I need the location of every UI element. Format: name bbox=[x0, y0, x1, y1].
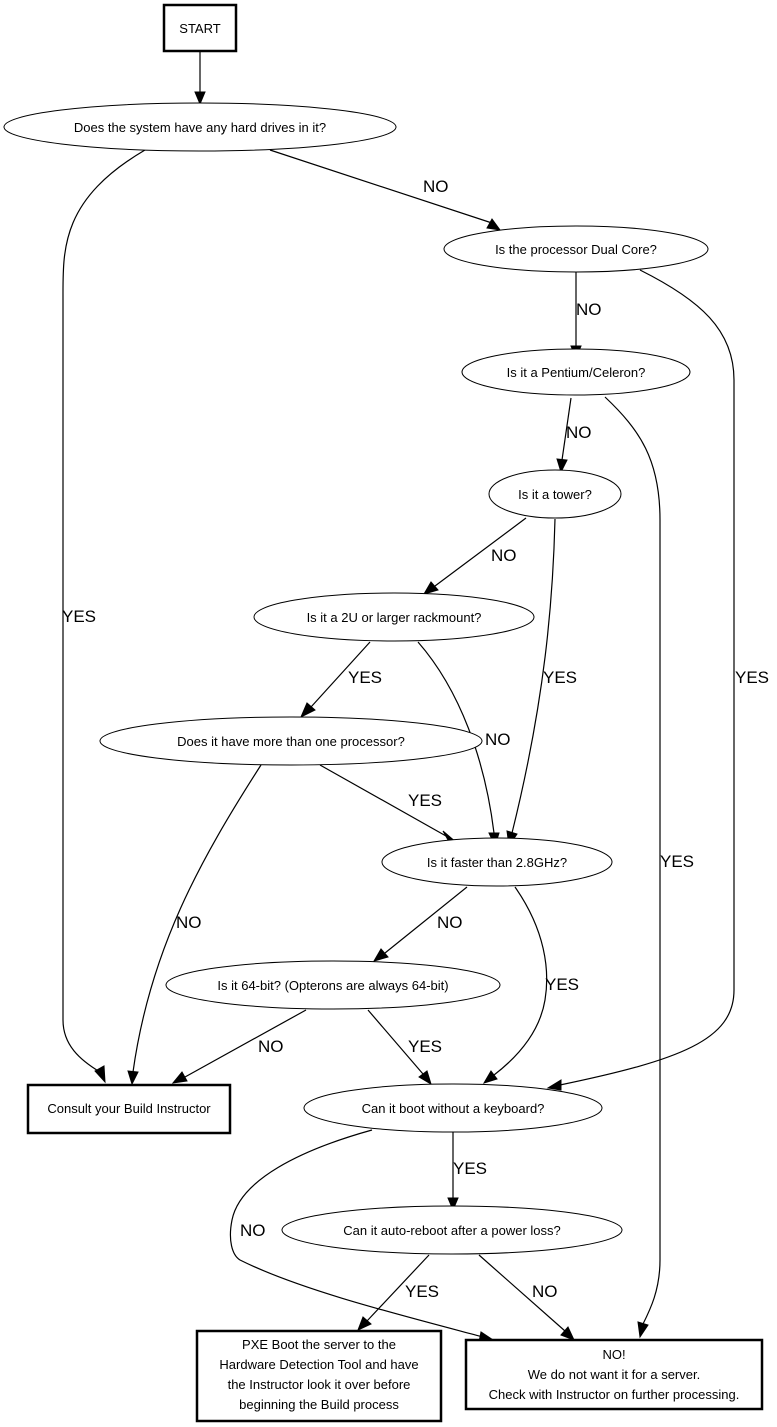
node-label: Is it a Pentium/Celeron? bbox=[507, 365, 646, 380]
node-autoreboot: Can it auto-reboot after a power loss? bbox=[281, 1205, 623, 1255]
edge-label-yes: YES bbox=[62, 607, 96, 626]
edge-label-yes: YES bbox=[660, 852, 694, 871]
node-label: Is it faster than 2.8GHz? bbox=[427, 855, 567, 870]
node-label: Is the processor Dual Core? bbox=[495, 242, 657, 257]
edge-label-no: NO bbox=[566, 423, 592, 442]
edge-label-no: NO bbox=[176, 913, 202, 932]
node-label-line: Hardware Detection Tool and have bbox=[219, 1357, 418, 1372]
node-64bit: Is it 64-bit? (Opterons are always 64-bi… bbox=[165, 960, 501, 1010]
node-pxe-boot: PXE Boot the server to the Hardware Dete… bbox=[195, 1329, 443, 1423]
edge-bit64-to-consult bbox=[184, 1009, 307, 1078]
edge-autoreboot-to-reject bbox=[478, 1254, 566, 1332]
arrowhead bbox=[560, 1326, 575, 1341]
node-label-line: NO! bbox=[602, 1347, 625, 1362]
arrowhead bbox=[94, 1065, 106, 1084]
edge-label-no: NO bbox=[532, 1282, 558, 1301]
node-label: Is it a 2U or larger rackmount? bbox=[307, 610, 482, 625]
edge-label-yes: YES bbox=[453, 1159, 487, 1178]
node-label: Does it have more than one processor? bbox=[177, 734, 405, 749]
arrowhead bbox=[556, 458, 568, 474]
edge-bit64-to-keyboard bbox=[367, 1009, 424, 1075]
edge-label-no: NO bbox=[485, 730, 511, 749]
edge-label-no: NO bbox=[437, 913, 463, 932]
node-label-line: We do not want it for a server. bbox=[528, 1367, 700, 1382]
node-reject: NO! We do not want it for a server. Chec… bbox=[464, 1338, 764, 1411]
node-label: Is it a tower? bbox=[518, 487, 592, 502]
edge-rackmount-to-multi-proc bbox=[310, 641, 371, 708]
node-consult: Consult your Build Instructor bbox=[26, 1083, 232, 1135]
arrowhead bbox=[422, 581, 439, 595]
arrowhead bbox=[171, 1071, 188, 1084]
node-faster: Is it faster than 2.8GHz? bbox=[381, 837, 613, 887]
node-start: START bbox=[162, 3, 238, 53]
edge-label-yes: YES bbox=[543, 668, 577, 687]
edge-label-no: NO bbox=[423, 177, 449, 196]
node-label-line: PXE Boot the server to the bbox=[242, 1337, 396, 1352]
arrowhead bbox=[546, 1079, 562, 1091]
arrowhead bbox=[486, 218, 502, 231]
node-rackmount: Is it a 2U or larger rackmount? bbox=[253, 592, 535, 642]
node-label-line: Check with Instructor on further process… bbox=[489, 1387, 740, 1402]
edge-pentium-to-tower bbox=[561, 397, 572, 461]
node-label-line: beginning the Build process bbox=[239, 1397, 399, 1412]
node-label: Consult your Build Instructor bbox=[47, 1101, 211, 1116]
edge-label-yes: YES bbox=[735, 668, 769, 687]
edge-label-no: NO bbox=[491, 546, 517, 565]
edge-label-yes: YES bbox=[348, 668, 382, 687]
edge-label-yes: YES bbox=[545, 975, 579, 994]
node-multi-proc: Does it have more than one processor? bbox=[99, 716, 483, 766]
edge-dual-core-to-keyboard bbox=[559, 269, 735, 1086]
edge-autoreboot-to-pxe bbox=[366, 1254, 430, 1322]
node-tower: Is it a tower? bbox=[488, 469, 622, 519]
node-label: Can it boot without a keyboard? bbox=[362, 1101, 545, 1116]
arrowhead bbox=[372, 948, 389, 962]
node-label: Does the system have any hard drives in … bbox=[74, 120, 326, 135]
edge-label-no: NO bbox=[258, 1037, 284, 1056]
arrowhead bbox=[418, 1070, 432, 1086]
edge-label-yes: YES bbox=[408, 1037, 442, 1056]
edge-label-no: NO bbox=[576, 300, 602, 319]
arrowhead bbox=[127, 1070, 139, 1086]
node-hard-drives: Does the system have any hard drives in … bbox=[3, 102, 397, 152]
edge-faster-to-keyboard bbox=[493, 886, 548, 1076]
edge-label-yes: YES bbox=[405, 1282, 439, 1301]
arrowhead bbox=[300, 702, 316, 719]
node-label: Is it 64-bit? (Opterons are always 64-bi… bbox=[217, 978, 448, 993]
edge-label-yes: YES bbox=[408, 791, 442, 810]
edge-rackmount-to-faster bbox=[417, 641, 495, 834]
edge-hard-drives-to-consult bbox=[62, 149, 146, 1073]
edge-hard-drives-to-dual-core bbox=[269, 149, 496, 225]
edge-label-no: NO bbox=[240, 1221, 266, 1240]
arrowhead bbox=[194, 91, 206, 106]
node-label: Can it auto-reboot after a power loss? bbox=[343, 1223, 561, 1238]
node-keyboard: Can it boot without a keyboard? bbox=[303, 1083, 603, 1133]
node-label-line: the Instructor look it over before bbox=[228, 1377, 411, 1392]
arrowhead bbox=[447, 1197, 459, 1212]
edges: NO YES NO YES NO YES NO YES YES bbox=[62, 52, 769, 1343]
edge-multi-proc-to-consult bbox=[132, 764, 262, 1073]
node-dual-core: Is the processor Dual Core? bbox=[443, 225, 709, 273]
arrowhead bbox=[637, 1321, 649, 1339]
arrowhead bbox=[482, 1070, 498, 1084]
arrowhead bbox=[357, 1316, 372, 1331]
edge-tower-to-faster bbox=[511, 518, 556, 834]
node-label: START bbox=[179, 21, 220, 36]
edge-tower-to-rackmount bbox=[434, 517, 527, 587]
edge-keyboard-to-reject bbox=[229, 1129, 484, 1338]
edge-faster-to-bit64 bbox=[384, 886, 468, 954]
nodes: START Does the system have any hard driv… bbox=[3, 3, 764, 1423]
edge-pentium-to-reject bbox=[604, 396, 661, 1325]
edge-multi-proc-to-faster bbox=[319, 764, 447, 837]
node-pentium: Is it a Pentium/Celeron? bbox=[461, 348, 691, 396]
